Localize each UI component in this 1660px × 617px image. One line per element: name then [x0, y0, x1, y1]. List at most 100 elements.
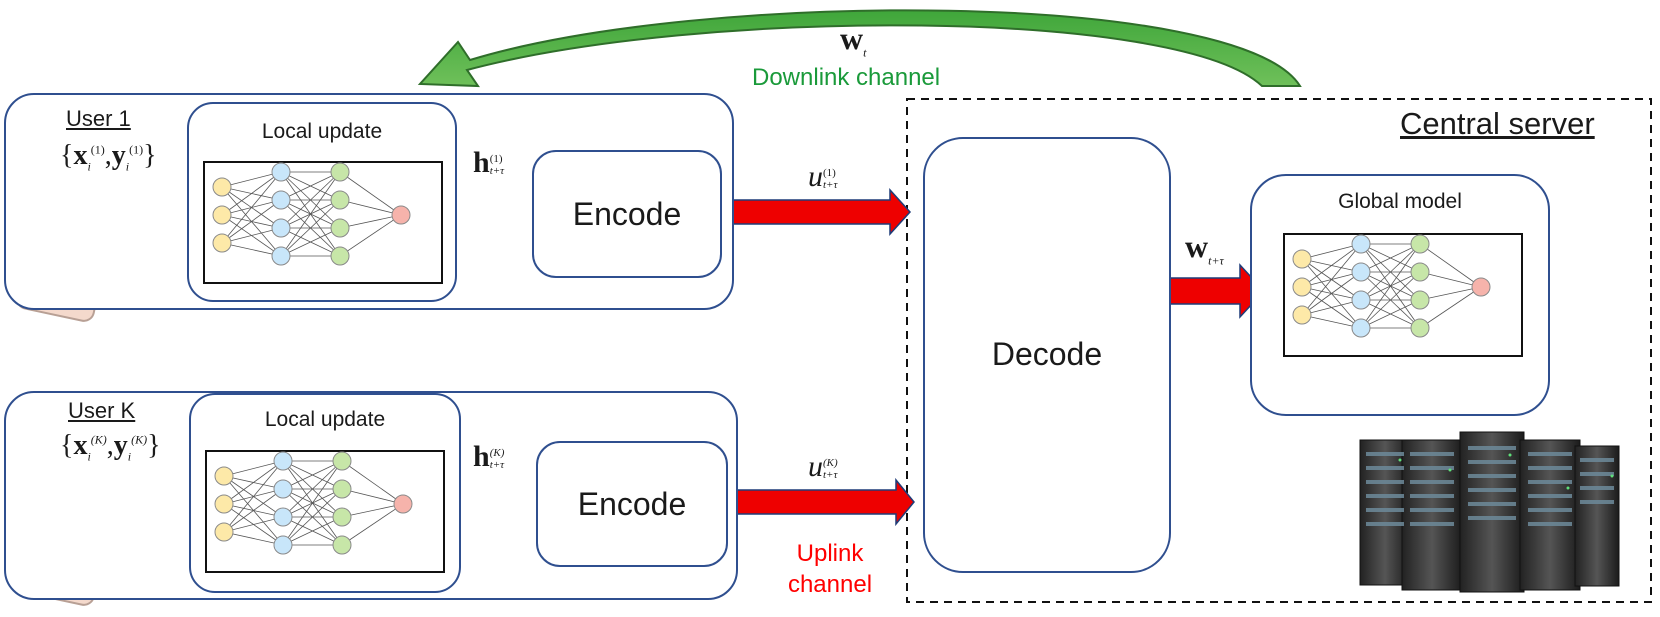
network-edge — [1301, 271, 1362, 316]
encode-box — [532, 150, 722, 278]
network-node — [1351, 318, 1371, 338]
encode-box — [536, 441, 728, 567]
network-node — [273, 507, 293, 527]
network-edge — [1360, 299, 1421, 329]
network-edge — [339, 171, 402, 216]
network-node — [212, 205, 232, 225]
u-symbol: u(K)t+τ — [808, 450, 838, 483]
user-name: User 1 — [66, 106, 131, 131]
network-edge — [221, 227, 282, 244]
network-node — [330, 190, 350, 210]
network-edge — [223, 460, 284, 505]
network-edge — [1419, 286, 1482, 329]
network-node — [391, 205, 411, 225]
network-edge — [223, 531, 284, 546]
network-node — [214, 466, 234, 486]
network-node — [1410, 234, 1430, 254]
user-data-set: {xi(1),yi(1)} — [60, 140, 157, 174]
network-node — [1351, 262, 1371, 282]
h-vector: h(K)t+τ — [473, 440, 505, 473]
network-edge — [1360, 243, 1421, 301]
local-update-title: Local update — [264, 408, 386, 431]
network-node — [273, 535, 293, 555]
user-data-set: {xi(K),yi(K)} — [60, 430, 161, 464]
encode-label: Encode — [577, 486, 687, 522]
network-edge — [1419, 271, 1482, 288]
neural-network-graph — [1292, 234, 1491, 338]
network-edge — [341, 460, 404, 505]
network-node — [330, 162, 350, 182]
network-node — [393, 494, 413, 514]
network-edge — [1301, 243, 1362, 288]
network-node — [1351, 234, 1371, 254]
encode-label: Encode — [572, 196, 682, 232]
central-server-boundary — [906, 98, 1652, 603]
network-edge — [223, 460, 284, 533]
network-node — [1410, 290, 1430, 310]
network-edge — [280, 227, 341, 257]
network-edge — [339, 214, 402, 257]
downlink-arrow — [417, 9, 1302, 88]
local-update-box — [187, 102, 457, 302]
network-edge — [339, 214, 402, 229]
server-rack-icon — [1359, 431, 1620, 593]
network-edge — [1301, 299, 1362, 316]
uplink-arrow-user-1 — [721, 188, 912, 236]
network-node — [271, 190, 291, 210]
network-edge — [282, 460, 343, 546]
network-node — [1351, 290, 1371, 310]
network-edge — [282, 516, 343, 546]
neural-network — [205, 450, 445, 573]
network-edge — [280, 199, 341, 257]
neural-network-graph — [212, 162, 411, 266]
network-node — [332, 451, 352, 471]
global-weight: wt+τ — [1185, 228, 1224, 268]
network-edge — [1301, 243, 1362, 260]
network-edge — [223, 516, 284, 533]
network-node — [1410, 318, 1430, 338]
network-edge — [282, 460, 343, 490]
network-edge — [1360, 243, 1421, 329]
network-node — [273, 451, 293, 471]
global-model-title: Global model — [1338, 190, 1462, 213]
network-node — [1410, 262, 1430, 282]
downlink-weight: wt — [840, 20, 867, 60]
network-edge — [1301, 243, 1362, 316]
network-edge — [221, 171, 282, 188]
network-edge — [280, 171, 341, 229]
network-edge — [223, 488, 284, 533]
network-edge — [1360, 243, 1421, 273]
local-update-title: Local update — [261, 120, 383, 143]
network-node — [330, 246, 350, 266]
network-node — [271, 162, 291, 182]
network-node — [1292, 305, 1312, 325]
network-node — [332, 507, 352, 527]
network-node — [330, 218, 350, 238]
network-node — [1292, 277, 1312, 297]
network-edge — [341, 503, 404, 546]
decode-label: Decode — [991, 336, 1103, 372]
network-edge — [282, 488, 343, 546]
downlink-label: Downlink channel — [752, 64, 941, 91]
network-edge — [221, 242, 282, 257]
network-node — [1471, 277, 1491, 297]
user-name: User K — [68, 398, 136, 423]
neural-network — [1283, 233, 1523, 357]
network-edge — [221, 171, 282, 216]
network-edge — [280, 171, 341, 201]
decode-box — [923, 137, 1171, 573]
uplink-arrow-user-k — [725, 477, 915, 527]
network-edge — [341, 503, 404, 518]
neural-network-graph — [214, 451, 413, 555]
network-edge — [341, 488, 404, 505]
h-vector: h(1)t+τ — [473, 146, 505, 179]
network-edge — [221, 171, 282, 244]
neural-network — [203, 161, 443, 284]
network-node — [212, 233, 232, 253]
network-edge — [221, 199, 282, 244]
network-node — [212, 177, 232, 197]
local-update-box — [189, 393, 461, 593]
network-edge — [1360, 271, 1421, 329]
network-edge — [280, 171, 341, 257]
